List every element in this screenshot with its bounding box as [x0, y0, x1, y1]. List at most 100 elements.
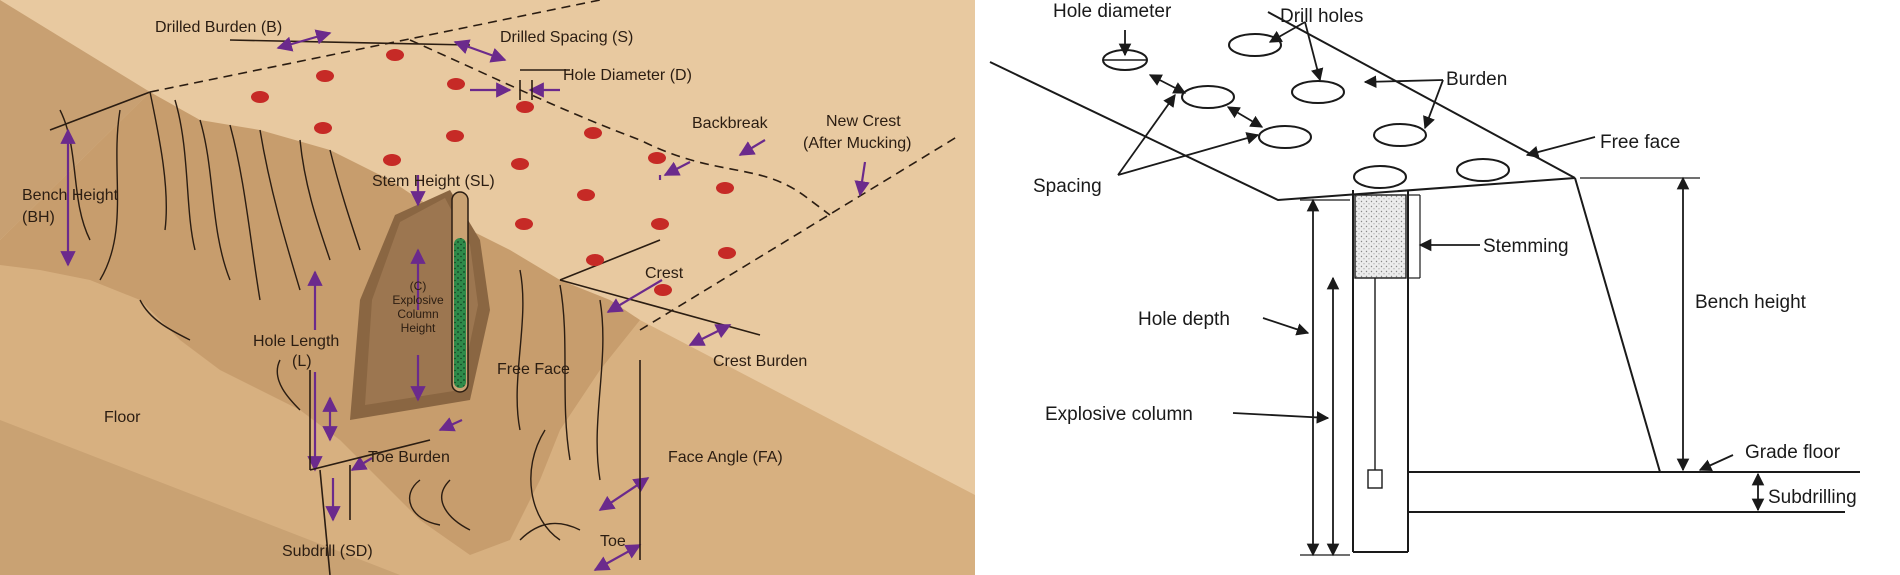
dimension-arrows: [60, 29, 870, 571]
drill-hole: [586, 254, 604, 266]
stemming-text: Stemming: [1483, 236, 1569, 257]
drilled-burden-label: Drilled Burden (B): [155, 19, 282, 36]
bench-back-edge: [1267, 11, 1576, 179]
left-labels: Drilled Burden (B) Drilled Spacing (S) H…: [22, 19, 911, 560]
drill-hole: [386, 49, 404, 61]
drill-holes-text: Drill holes: [1280, 6, 1363, 27]
new-crest-label: New Crest: [826, 113, 901, 130]
hole-diameter-text: Hole diameter: [1053, 1, 1172, 22]
toe-burden-arrow-bottom: [350, 456, 373, 471]
subdrill-label: Subdrill (SD): [282, 543, 373, 560]
drill-hole: [654, 284, 672, 296]
spacing-dim-1: [1148, 74, 1187, 94]
drill-hole-outline: [1456, 158, 1510, 182]
spacing-arrow: [453, 39, 507, 63]
right-blast-diagram: Hole diameter Drill holes Burden Free fa…: [975, 0, 1900, 575]
drill-hole: [718, 247, 736, 259]
drill-hole-pattern: [251, 49, 736, 296]
floor-shade: [0, 420, 400, 575]
hole-diameter-label: Hole Diameter (D): [563, 67, 692, 84]
dimension-ticks: [309, 80, 641, 575]
right-labels: Hole diameter Drill holes Burden Free fa…: [1033, 1, 1857, 508]
drilled-spacing-label: Drilled Spacing (S): [500, 29, 633, 46]
right-line-art: [989, 11, 1860, 553]
drill-hole: [515, 218, 533, 230]
backbreak-label: Backbreak: [692, 115, 769, 132]
hole-length-abbr-label: (L): [292, 353, 312, 370]
drill-hole: [251, 91, 269, 103]
bench-height-label: Bench Height: [22, 187, 119, 204]
new-crest-arrow: [854, 161, 870, 197]
toe-burden-label: Toe Burden: [368, 449, 450, 466]
drill-hole: [314, 122, 332, 134]
right-background: [975, 0, 1900, 575]
bench-height-abbr-label: (BH): [22, 209, 55, 226]
burden-arrow-1: [1363, 75, 1444, 89]
explosive-column-arrow: [1232, 411, 1330, 424]
free-face-arrow: [1525, 136, 1596, 159]
drill-hole: [446, 130, 464, 142]
free-face-edge: [1574, 177, 1661, 473]
drill-hole: [511, 158, 529, 170]
drill-hole-outline: [1181, 85, 1235, 109]
explosive-wedge-inner: [365, 198, 478, 405]
new-crest-label-sub: (After Mucking): [803, 135, 911, 152]
hole-length-label: Hole Length: [253, 333, 339, 350]
crest-lines: [149, 0, 961, 331]
bench-height-text: Bench height: [1695, 292, 1807, 313]
toe-arrow: [593, 544, 642, 571]
drill-hole: [516, 101, 534, 113]
face-angle-label: Face Angle (FA): [668, 449, 783, 466]
detonator: [1367, 469, 1383, 489]
crest-burden-label: Crest Burden: [713, 353, 807, 370]
drill-hole: [651, 218, 669, 230]
hole-depth-text: Hole depth: [1138, 309, 1230, 330]
drill-holes-arrow-1: [1268, 21, 1306, 43]
drill-holes-arrow-2: [1304, 21, 1324, 82]
burden-arrow: [276, 29, 332, 52]
bench-top-edge: [989, 61, 1576, 202]
grade-floor-text: Grade floor: [1745, 442, 1841, 463]
explosive-label: Explosive: [392, 293, 444, 307]
stemming-zone: [1354, 194, 1407, 279]
burden-arrow-2: [1423, 79, 1444, 130]
grade-floor-arrow: [1698, 454, 1734, 472]
column-label: Column: [397, 307, 438, 321]
floor-label: Floor: [104, 409, 141, 426]
drill-hole: [577, 189, 595, 201]
free-face-text: Free face: [1600, 132, 1680, 153]
explosive-c-label: (C): [410, 279, 427, 293]
left-blast-diagram: Drilled Burden (B) Drilled Spacing (S) H…: [0, 0, 975, 575]
spacing-dim-2: [1226, 106, 1264, 128]
stem-height-label: Stem Height (SL): [372, 173, 495, 190]
spacing-arrow-1: [1117, 93, 1176, 176]
crest-burden-arrow: [688, 324, 732, 346]
drill-hole: [383, 154, 401, 166]
subdrilling-text: Subdrilling: [1768, 487, 1857, 508]
explosive-charge: [454, 238, 466, 388]
drill-hole-outline: [1373, 123, 1427, 147]
toe-label: Toe: [600, 533, 626, 550]
right-extension-lines: [1300, 177, 1700, 556]
hole-depth-arrow: [1262, 317, 1310, 336]
spacing-text: Spacing: [1033, 176, 1102, 197]
bench-face: [0, 92, 640, 555]
drill-hole: [648, 152, 666, 164]
toe-burden-arrow-top: [438, 417, 463, 432]
drill-hole-outline: [1353, 165, 1407, 189]
drill-hole: [584, 127, 602, 139]
cliff-texture: [59, 91, 604, 541]
drill-hole: [716, 182, 734, 194]
crest-arrow: [606, 279, 663, 313]
crest-label: Crest: [645, 265, 684, 282]
free-face-label: Free Face: [497, 361, 570, 378]
drill-hole-outline: [1258, 125, 1312, 149]
drill-hole-outline: [1228, 33, 1282, 57]
drill-hole: [316, 70, 334, 82]
explosive-column-text: Explosive column: [1045, 404, 1193, 425]
backbreak-hole-arrow: [663, 161, 691, 176]
spacing-arrow-2: [1117, 132, 1260, 176]
drill-hole: [447, 78, 465, 90]
